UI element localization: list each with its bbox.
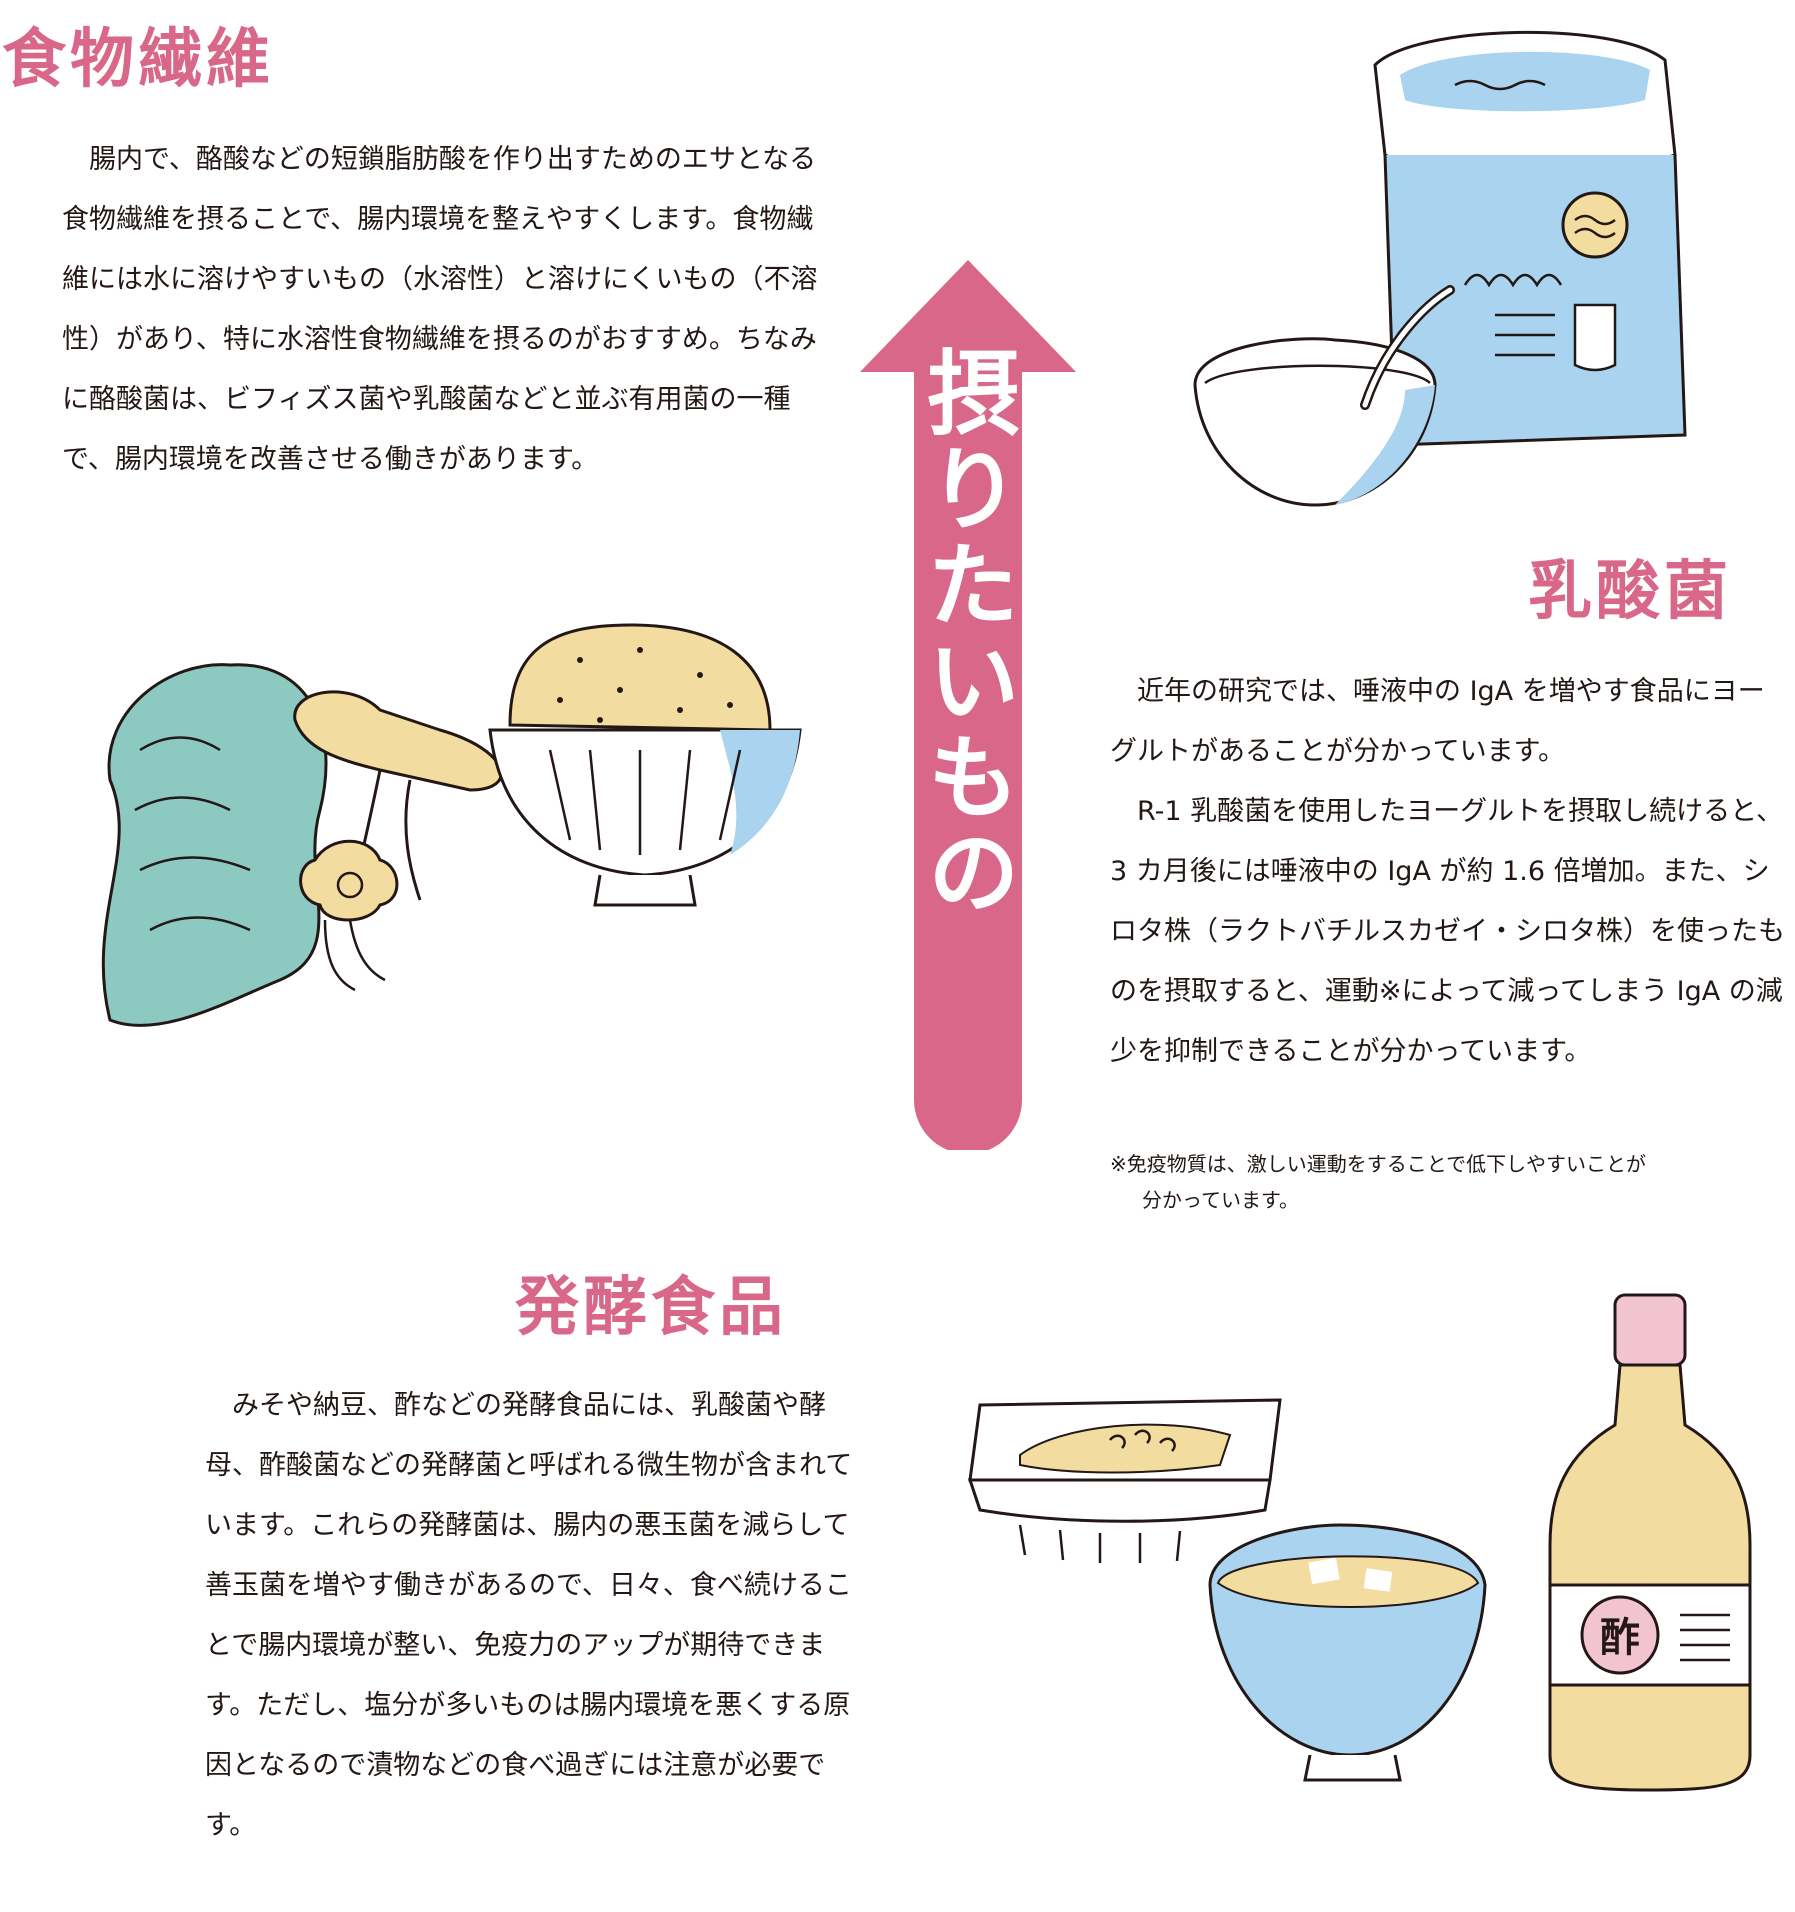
center-arrow-label: 摂りたいもの: [912, 345, 1019, 921]
fiber-illustration: [101, 623, 802, 1027]
fiber-body: 腸内で、酪酸などの短鎖脂肪酸を作り出すためのエサとなる食物繊維を摂ることで、腸内…: [62, 130, 824, 490]
lactic-body: 近年の研究では、唾液中の IgA を増やす食品にヨーグルトがあることが分かってい…: [1110, 662, 1786, 1082]
lactic-illustration: [1193, 30, 1687, 507]
lactic-footnote: ※免疫物質は、激しい運動をすることで低下しやすいことが 分かっています。: [1110, 1146, 1786, 1218]
lactic-paragraph-2: R-1 乳酸菌を使用したヨーグルトを摂取し続けると、3 カ月後には唾液中の Ig…: [1110, 796, 1785, 1067]
ferment-illustration: 酢: [967, 1293, 1752, 1792]
fiber-paragraph: 腸内で、酪酸などの短鎖脂肪酸を作り出すためのエサとなる食物繊維を摂ることで、腸内…: [62, 144, 818, 475]
yogurt-carton-icon: [1373, 30, 1687, 447]
ferment-paragraph: みそや納豆、酢などの発酵食品には、乳酸菌や酵母、酢酸菌などの発酵菌と呼ばれる微生…: [205, 1390, 853, 1841]
ferment-body: みそや納豆、酢などの発酵食品には、乳酸菌や酵母、酢酸菌などの発酵菌と呼ばれる微生…: [205, 1376, 875, 1856]
lactic-paragraph-1: 近年の研究では、唾液中の IgA を増やす食品にヨーグルトがあることが分かってい…: [1110, 676, 1765, 767]
vinegar-bottle-icon: 酢: [1548, 1293, 1752, 1792]
miso-soup-bowl-icon: [1208, 1523, 1487, 1782]
fiber-heading: 食物繊維: [2, 23, 274, 97]
rice-bowl-icon: [488, 623, 802, 907]
natto-pack-icon: [967, 1398, 1282, 1563]
lactic-heading: 乳酸菌: [1528, 555, 1732, 629]
mushroom-icon: [293, 690, 503, 992]
center-arrow: [860, 260, 1076, 1150]
seaweed-icon: [101, 663, 328, 1027]
ferment-heading: 発酵食品: [515, 1271, 787, 1345]
footnote-line-1: ※免疫物質は、激しい運動をすることで低下しやすいことが: [1110, 1152, 1646, 1176]
vinegar-label-text: 酢: [1600, 1615, 1640, 1661]
footnote-line-2: 分かっています。: [1142, 1188, 1299, 1212]
yogurt-bowl-icon: [1193, 285, 1455, 507]
